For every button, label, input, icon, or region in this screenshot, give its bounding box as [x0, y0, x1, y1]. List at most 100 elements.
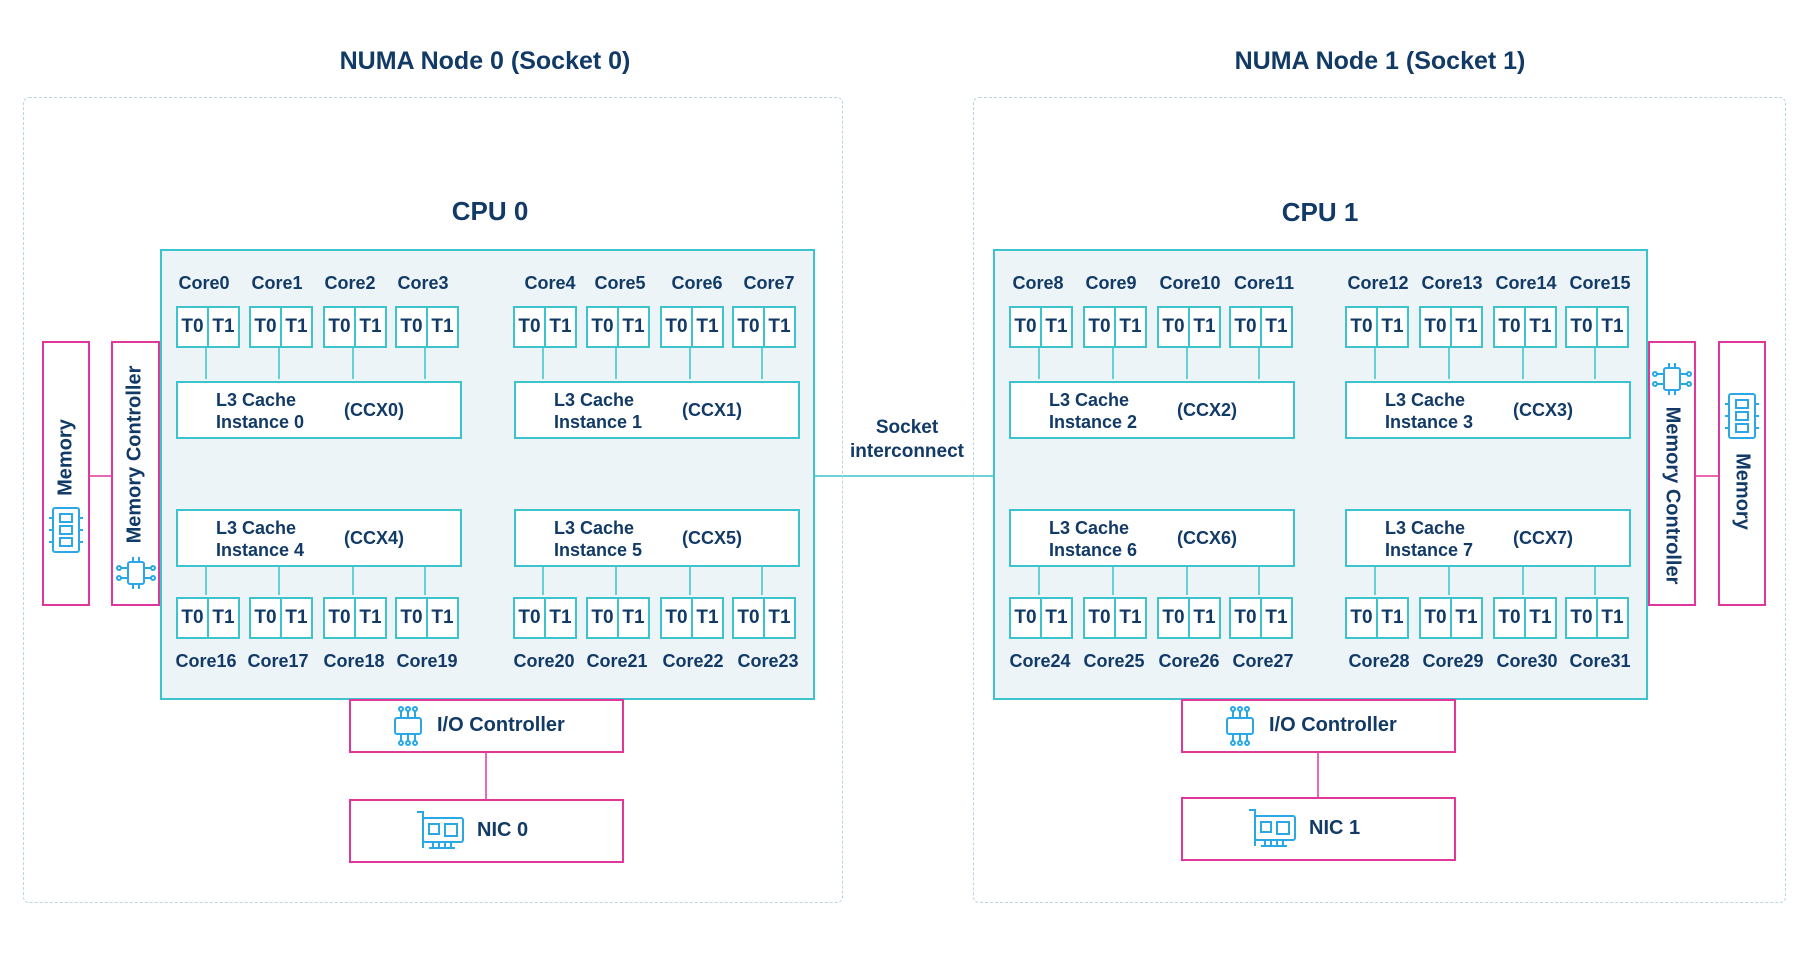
thread-t1: T1 [1114, 308, 1145, 346]
core-label: Core27 [1232, 651, 1294, 671]
thread-t0: T0 [400, 607, 423, 628]
cpu-0-title: CPU 0 [451, 196, 529, 226]
nic-1-label: NIC 1 [1309, 817, 1361, 839]
thread-t1: T1 [1260, 308, 1291, 346]
l3-line2: Instance 0 [216, 412, 305, 432]
core-label: Core12 [1347, 273, 1409, 293]
thread-t0: T0 [1162, 316, 1185, 337]
thread-t0: T0 [518, 607, 541, 628]
l3-line1: L3 Cache [554, 390, 635, 410]
network-card-icon [417, 811, 464, 849]
ccx-label: (CCX6) [1176, 528, 1237, 548]
core-label: Core13 [1421, 273, 1483, 293]
thread-t0: T0 [1234, 607, 1257, 628]
ram-chip-icon [1725, 393, 1759, 439]
thread-t1: T1 [1040, 308, 1071, 346]
thread-t0: T0 [1014, 316, 1037, 337]
thread-t0: T0 [1234, 316, 1257, 337]
numa-node-0-title: NUMA Node 0 (Socket 0) [339, 47, 631, 75]
chip-icon [116, 557, 156, 589]
core-label: Core28 [1348, 651, 1410, 671]
thread-t0: T0 [591, 316, 614, 337]
chip-icon [394, 706, 422, 746]
l3-line2: Instance 6 [1049, 540, 1138, 560]
l3-line1: L3 Cache [554, 518, 635, 538]
thread-t1: T1 [544, 308, 575, 346]
thread-t1: T1 [1376, 599, 1407, 637]
thread-t1: T1 [1524, 599, 1555, 637]
core-label: Core0 [178, 273, 230, 293]
core-label: Core7 [743, 273, 795, 293]
ccx-label: (CCX3) [1512, 400, 1573, 420]
thread-t1: T1 [354, 599, 385, 637]
core-label: Core11 [1233, 273, 1295, 293]
l3-line1: L3 Cache [1385, 518, 1466, 538]
core-label: Core20 [513, 651, 575, 671]
thread-t1: T1 [280, 599, 311, 637]
thread-t1: T1 [617, 308, 648, 346]
core-label: Core2 [324, 273, 376, 293]
core-label: Core29 [1422, 651, 1484, 671]
thread-t0: T0 [1570, 316, 1593, 337]
nic-0-label: NIC 0 [477, 819, 529, 841]
thread-t1: T1 [426, 599, 457, 637]
numa-node-1-region [973, 97, 1786, 903]
thread-t1: T1 [1040, 599, 1071, 637]
core-label: Core22 [662, 651, 724, 671]
thread-t0: T0 [181, 316, 204, 337]
thread-t0: T0 [518, 316, 541, 337]
interconnect-line2: interconnect [849, 441, 965, 462]
core-label: Core5 [594, 273, 646, 293]
thread-t0: T0 [1088, 316, 1111, 337]
l3-line2: Instance 4 [216, 540, 305, 560]
thread-t1: T1 [354, 308, 385, 346]
thread-t0: T0 [328, 316, 351, 337]
thread-t0: T0 [1014, 607, 1037, 628]
thread-t1: T1 [1450, 599, 1481, 637]
nic-0-box [349, 799, 624, 863]
cpu-1-title: CPU 1 [1281, 197, 1359, 227]
thread-t1: T1 [426, 308, 457, 346]
thread-t0: T0 [181, 607, 204, 628]
thread-t0: T0 [1350, 316, 1373, 337]
thread-t0: T0 [254, 607, 277, 628]
chip-icon [1652, 363, 1692, 395]
thread-t0: T0 [1162, 607, 1185, 628]
thread-t0: T0 [665, 607, 688, 628]
thread-t0: T0 [1498, 607, 1521, 628]
core-label: Core6 [671, 273, 723, 293]
core-label: Core4 [524, 273, 576, 293]
core-label: Core26 [1158, 651, 1220, 671]
thread-t1: T1 [1450, 308, 1481, 346]
core-label: Core8 [1012, 273, 1064, 293]
memory-0-box [42, 341, 90, 606]
ccx-label: (CCX2) [1176, 400, 1237, 420]
thread-t1: T1 [1188, 599, 1219, 637]
ccx-label: (CCX0) [343, 400, 404, 420]
